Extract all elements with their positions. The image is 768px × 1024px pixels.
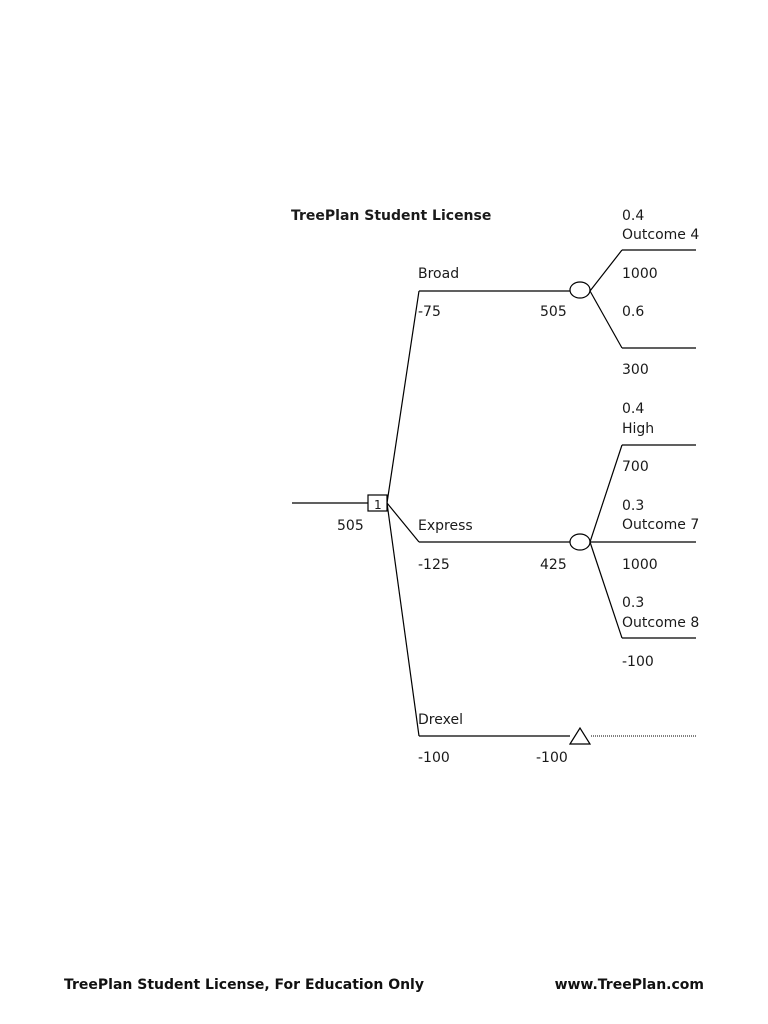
branch-value-broad: 505 xyxy=(540,304,567,320)
outcome-prob-broad-1: 0.4 xyxy=(622,208,644,224)
branch-value-drexel: -100 xyxy=(536,750,568,766)
footer-website-link[interactable]: www.TreePlan.com xyxy=(554,977,704,993)
outcome-payoff-express-2: 1000 xyxy=(622,557,658,573)
outcome-prob-express-2: 0.3 xyxy=(622,498,644,514)
outcome-line-express-1 xyxy=(589,444,623,543)
branch-name-broad: Broad xyxy=(418,266,459,282)
outcome-name-express-3: Outcome 8 xyxy=(622,615,699,631)
branch-cash-broad: -75 xyxy=(418,304,441,320)
outcome-name-express-1: High xyxy=(622,421,654,437)
outcome-prob-express-1: 0.4 xyxy=(622,401,644,417)
decision-node[interactable] xyxy=(367,494,388,512)
chance-node-broad[interactable] xyxy=(569,281,591,299)
footer-license-text: TreePlan Student License, For Education … xyxy=(64,977,424,993)
outcome-name-broad-1: Outcome 4 xyxy=(622,227,699,243)
outcome-payoff-broad-1: 1000 xyxy=(622,266,658,282)
outcome-prob-broad-2: 0.6 xyxy=(622,304,644,320)
branch-line-drexel xyxy=(386,502,420,737)
branch-name-express: Express xyxy=(418,518,473,534)
outcome-payoff-broad-2: 300 xyxy=(622,362,649,378)
chance-node-express[interactable] xyxy=(569,533,591,551)
branch-name-drexel: Drexel xyxy=(418,712,463,728)
branch-line-express xyxy=(386,502,420,543)
outcome-line-broad-2 xyxy=(589,290,623,349)
outcome-name-express-2: Outcome 7 xyxy=(622,517,699,533)
terminal-node-drexel[interactable] xyxy=(568,726,592,745)
branch-value-express: 425 xyxy=(540,557,567,573)
outcome-line-express-3 xyxy=(589,541,623,639)
tree-license-title: TreePlan Student License xyxy=(291,208,491,224)
branch-cash-drexel: -100 xyxy=(418,750,450,766)
outcome-prob-express-3: 0.3 xyxy=(622,595,644,611)
root-value: 505 xyxy=(337,518,364,534)
outcome-payoff-express-3: -100 xyxy=(622,654,654,670)
branch-line-broad xyxy=(386,290,420,504)
outcome-line-broad-1 xyxy=(589,249,623,292)
branch-cash-express: -125 xyxy=(418,557,450,573)
decision-node-number: 1 xyxy=(374,498,382,512)
outcome-payoff-express-1: 700 xyxy=(622,459,649,475)
